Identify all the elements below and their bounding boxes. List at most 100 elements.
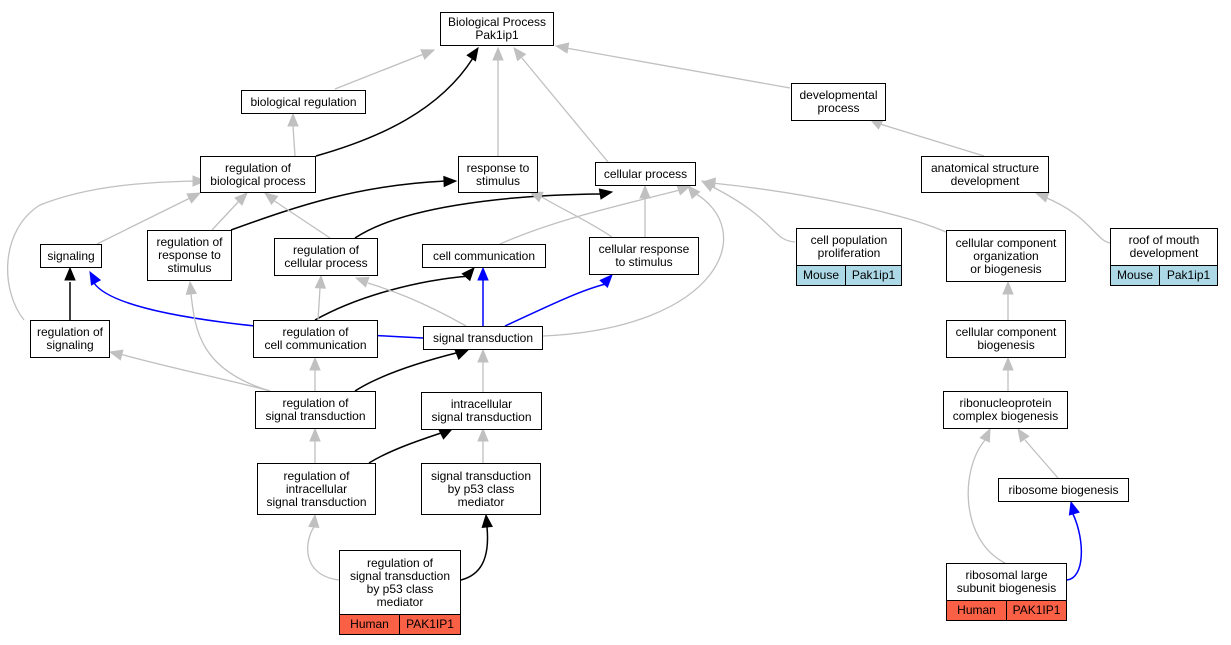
node-label-line: stimulus xyxy=(475,173,520,188)
edge xyxy=(879,123,985,157)
edge xyxy=(190,293,271,392)
node-label-line: ribosomal large xyxy=(965,568,1048,582)
edge xyxy=(504,283,607,327)
edge-arrowhead xyxy=(1034,191,1050,203)
edge-arrowhead xyxy=(599,274,613,289)
node-label: biological regulation xyxy=(242,95,365,109)
edge-arrowhead xyxy=(513,46,527,62)
node-label-line: mediator xyxy=(376,594,424,609)
edges xyxy=(7,42,1111,581)
edge-arrowhead xyxy=(1002,356,1014,371)
node-bioreg[interactable]: biological regulation xyxy=(241,90,366,114)
edge-arrowhead xyxy=(598,188,614,200)
node-label-line: by p53 class xyxy=(366,581,434,596)
node-label-line: signal transduction xyxy=(266,494,367,509)
node-label-line: regulation of xyxy=(283,468,350,483)
edge-arrowhead xyxy=(454,349,470,360)
edge-arrowhead xyxy=(354,276,370,288)
node-label-line: ribosome biogenesis xyxy=(1008,482,1119,497)
edge-arrowhead xyxy=(314,274,327,289)
node-label-line: cell communication xyxy=(264,338,367,352)
edge-arrowhead xyxy=(192,175,207,187)
node-label-line: biological process xyxy=(210,173,306,188)
node-label-line: signal transduction xyxy=(430,468,532,483)
node-label-line: signaling xyxy=(47,248,95,263)
edge-arrowhead xyxy=(438,428,454,440)
node-label-line: intracellular xyxy=(450,397,513,411)
node-label: signal transduction xyxy=(424,331,542,345)
edge-arrowhead xyxy=(1002,280,1014,295)
node-label-line: or biogenesis xyxy=(970,261,1042,276)
node-label-line: anatomical structure xyxy=(930,160,1040,175)
edge xyxy=(1024,439,1059,479)
edge xyxy=(711,182,947,233)
edge xyxy=(119,353,271,392)
edge-arrowhead xyxy=(443,175,458,188)
node-label-line: regulation of xyxy=(282,396,349,410)
node-label-line: development xyxy=(1129,246,1199,260)
node-label-line: to stimulus xyxy=(615,255,673,269)
gene-tag: Pak1ip1 xyxy=(1166,268,1211,282)
node-label-line: regulation of xyxy=(156,235,223,249)
edge-arrowhead xyxy=(186,192,202,204)
edge-arrowhead xyxy=(64,266,76,281)
edge xyxy=(317,287,321,321)
node-cellcomm[interactable]: cell communication xyxy=(422,244,546,268)
edge-arrowhead xyxy=(554,42,570,54)
node-label-line: proliferation xyxy=(817,246,881,260)
node-label-line: signal transduction xyxy=(349,568,451,583)
edge xyxy=(967,439,1006,564)
gene-tag: PAK1IP1 xyxy=(406,617,454,631)
node-label-line: signal transduction xyxy=(265,409,366,423)
node-cellproc[interactable]: cellular process xyxy=(595,162,696,186)
edge xyxy=(542,191,725,337)
edge xyxy=(521,57,609,163)
edge xyxy=(230,180,447,231)
edge-arrowhead xyxy=(477,427,489,442)
edge-arrowhead xyxy=(687,185,701,200)
gene-tag: Pak1ip1 xyxy=(851,268,896,282)
node-signaling[interactable]: signaling xyxy=(40,244,102,268)
node-label-line: response to xyxy=(466,160,530,175)
edge-arrowhead xyxy=(308,513,320,529)
edge xyxy=(367,282,467,327)
node-ribobio[interactable]: ribosome biogenesis xyxy=(998,478,1129,502)
node-sigtrans[interactable]: signal transduction xyxy=(423,326,543,350)
node-label-line: signaling xyxy=(46,338,94,352)
node-label-line: regulation of xyxy=(282,325,349,339)
node-label-line: development xyxy=(950,173,1020,188)
